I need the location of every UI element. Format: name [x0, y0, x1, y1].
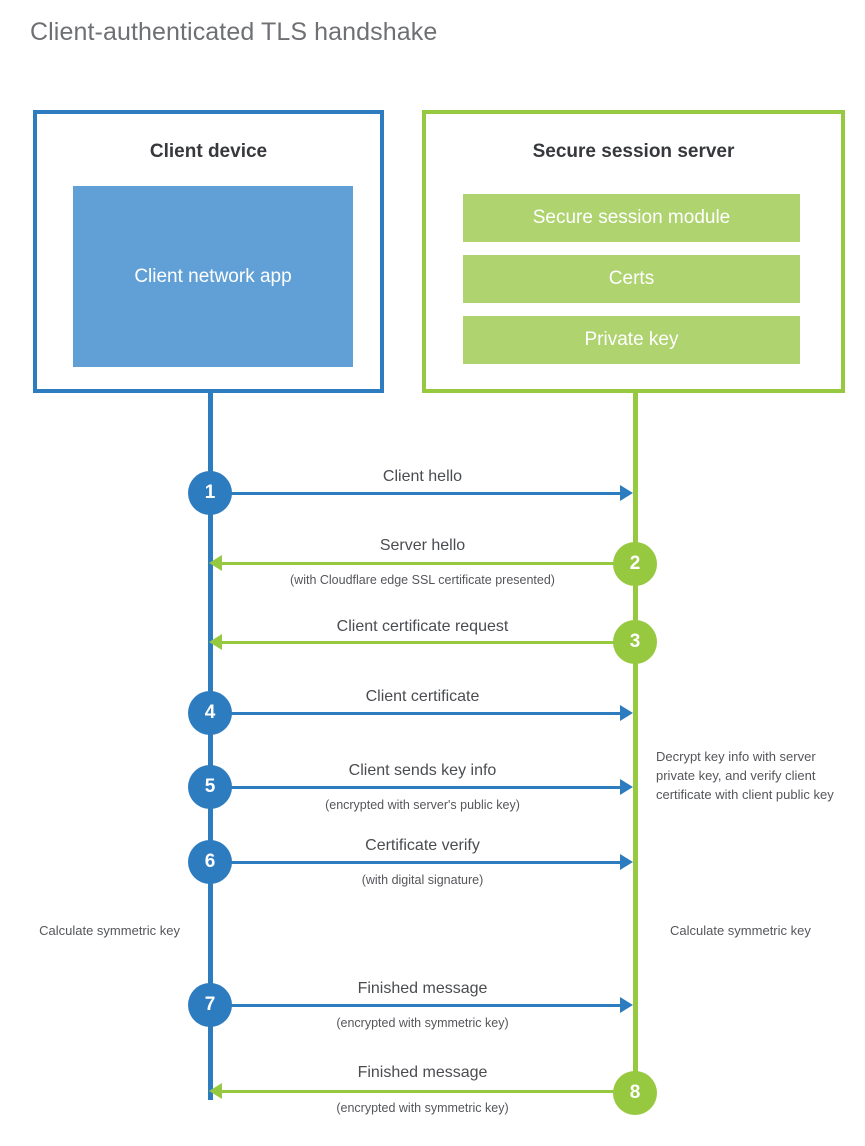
client-device-title: Client device [149, 141, 268, 162]
step-4-circle[interactable]: 4 [188, 691, 232, 735]
step-7-circle[interactable]: 7 [188, 983, 232, 1027]
step-1-arrow-head [620, 485, 633, 501]
step-8-sub-label: (encrypted with symmetric key) [336, 1101, 509, 1115]
step-3-label: Client certificate request [336, 618, 509, 635]
step-6-circle[interactable]: 6 [188, 840, 232, 884]
step-2-arrow-head [209, 555, 222, 571]
step-6-arrow-head [620, 854, 633, 870]
step-7-arrow-head [620, 997, 633, 1013]
step-8-arrow-head [209, 1083, 222, 1099]
step-4-arrow-head [620, 705, 633, 721]
note-calculate-symmetric-key-server: Calculate symmetric key [670, 923, 811, 938]
note-decrypt-key-info: Decrypt key info with server private key… [656, 749, 834, 802]
step-2-circle[interactable]: 2 [613, 542, 657, 586]
step-5-arrow-line [210, 786, 622, 789]
step-6-sub-label: (with digital signature) [361, 873, 484, 887]
note-calculate-symmetric-key-client: Calculate symmetric key [39, 923, 180, 938]
client-network-app-block: Client network app [73, 186, 353, 367]
server-lifeline [633, 393, 638, 1093]
step-7-sub-label: (encrypted with symmetric key) [336, 1016, 509, 1030]
step-8-label: Finished message [357, 1064, 488, 1081]
server-block-certs: Certs [463, 255, 800, 303]
step-1-label: Client hello [382, 468, 463, 485]
step-1-circle[interactable]: 1 [188, 471, 232, 515]
step-2-sub-label: (with Cloudflare edge SSL certificate pr… [290, 573, 555, 587]
secure-session-server-box: Secure session server Secure session mod… [422, 110, 845, 393]
step-8-circle[interactable]: 8 [613, 1071, 657, 1115]
step-1-arrow-line [210, 492, 622, 495]
step-3-circle[interactable]: 3 [613, 620, 657, 664]
step-7-label: Finished message [357, 980, 488, 997]
step-5-sub-label: (encrypted with server's public key) [325, 798, 520, 812]
step-6-label: Certificate verify [365, 837, 480, 854]
step-5-circle[interactable]: 5 [188, 765, 232, 809]
page-title: Client-authenticated TLS handshake [30, 18, 438, 46]
secure-session-server-title: Secure session server [532, 141, 735, 162]
step-3-arrow-line [222, 641, 635, 644]
client-lifeline [208, 393, 213, 1100]
step-4-label: Client certificate [365, 688, 480, 705]
step-5-arrow-head [620, 779, 633, 795]
step-4-arrow-line [210, 712, 622, 715]
step-6-arrow-line [210, 861, 622, 864]
step-2-label: Server hello [379, 537, 466, 554]
server-block-private-key: Private key [463, 316, 800, 364]
step-8-arrow-line [222, 1090, 635, 1093]
client-device-box: Client device Client network app [33, 110, 384, 393]
step-2-arrow-line [222, 562, 635, 565]
step-5-label: Client sends key info [348, 762, 497, 779]
server-block-secure-session-module: Secure session module [463, 194, 800, 242]
step-7-arrow-line [210, 1004, 622, 1007]
step-3-arrow-head [209, 634, 222, 650]
